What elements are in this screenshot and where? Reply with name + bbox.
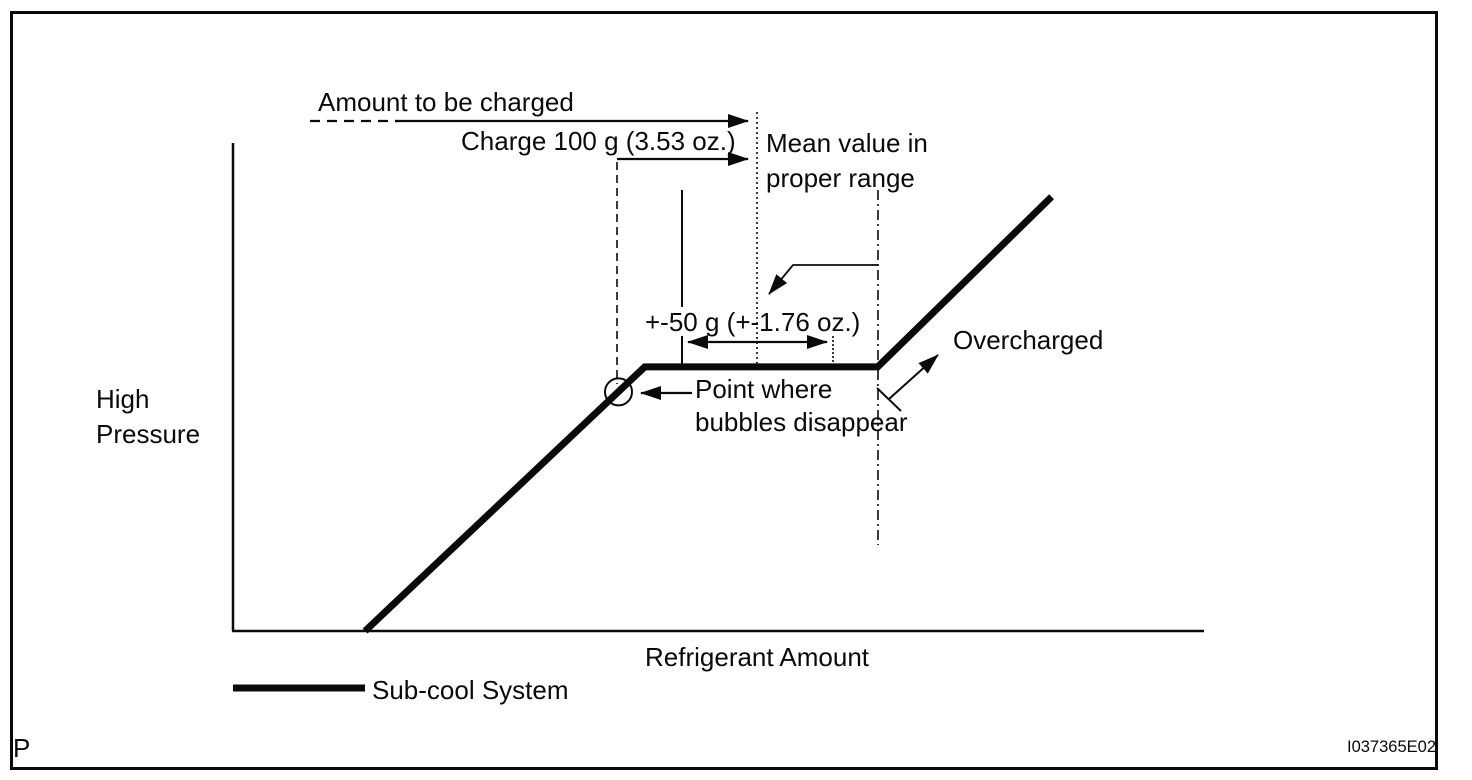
figure-code: I037365E02 (1347, 738, 1436, 756)
subcool-curve (362, 194, 1055, 634)
overcharged-label: Overcharged (953, 325, 1103, 355)
bubble-point-label-line1: Point where (695, 374, 832, 404)
mean-value-label-line2: proper range (766, 163, 915, 193)
x-axis-label: Refrigerant Amount (645, 642, 870, 672)
y-axis-label-line1: High (96, 384, 149, 414)
overcharged-arrow (888, 354, 939, 400)
mean-value-leader-arrow (768, 264, 878, 295)
y-axis-label-line2: Pressure (96, 419, 200, 449)
page-marker: P (13, 733, 30, 763)
amount-to-be-charged-label: Amount to be charged (318, 87, 574, 117)
charge-amount-label: Charge 100 g (3.53 oz.) (461, 126, 736, 156)
bubble-point-label-line2: bubbles disappear (695, 407, 908, 437)
mean-value-label-line1: Mean value in (766, 128, 928, 158)
overcharged-arrow-tail-tick (876, 387, 902, 412)
tolerance-label: +-50 g (+-1.76 oz.) (645, 307, 860, 337)
legend-label: Sub-cool System (372, 675, 569, 705)
figure-border (10, 11, 1438, 770)
bubble-point-marker (604, 377, 633, 407)
